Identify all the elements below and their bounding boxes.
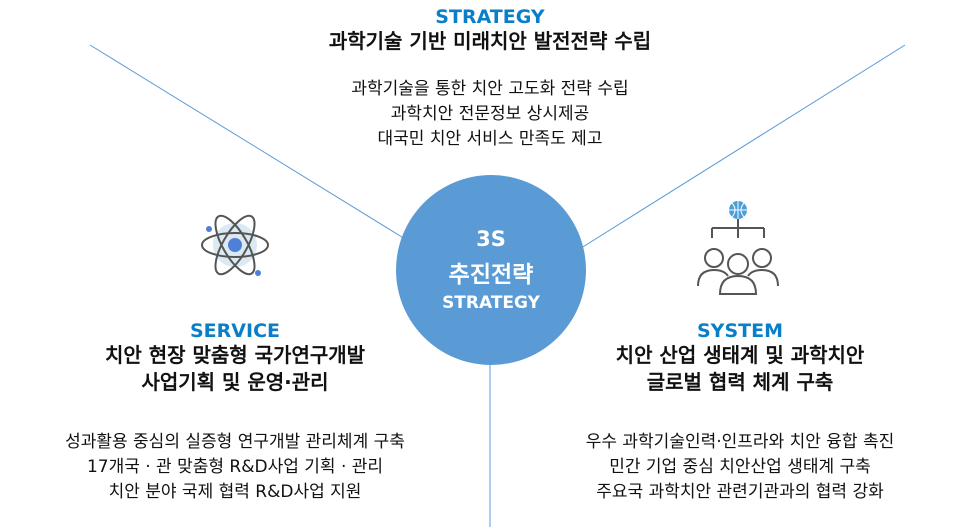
strategy-section: STRATEGY 과학기술 기반 미래치안 발전전략 수립 과학기술을 통한 치…: [240, 6, 740, 152]
strategy-title: 과학기술 기반 미래치안 발전전략 수립: [328, 29, 652, 53]
service-title-line: 치안 현장 맞춤형 국가연구개발: [104, 343, 366, 367]
atom-icon: [201, 214, 269, 276]
network-people-icon: [697, 201, 779, 295]
system-title-line: 치안 산업 생태계 및 과학치안: [615, 343, 865, 367]
strategy-items: 과학기술을 통한 치안 고도화 전략 수립 과학치안 전문정보 상시제공 대국민…: [240, 77, 740, 152]
system-heading: SYSTEM: [697, 320, 783, 342]
service-title-line: 사업기획 및 운영·관리: [141, 370, 329, 394]
system-item: 민간 기업 중심 치안산업 생태계 구축: [609, 457, 871, 477]
center-line-1: 3S: [476, 227, 506, 251]
service-item: 치안 분야 국제 협력 R&D사업 지원: [108, 482, 362, 502]
strategy-heading: STRATEGY: [435, 6, 545, 28]
connector-line-right: [577, 44, 906, 251]
strategy-item: 과학치안 전문정보 상시제공: [390, 104, 590, 124]
center-line-2: 추진전략: [448, 262, 534, 288]
connector-line-left: [89, 44, 411, 243]
service-section: SERVICE 치안 현장 맞춤형 국가연구개발 사업기획 및 운영·관리: [40, 320, 430, 396]
system-title-line: 글로벌 협력 체계 구축: [646, 370, 834, 394]
service-heading: SERVICE: [190, 320, 280, 342]
system-items: 우수 과학기술인력·인프라와 치안 융합 촉진 민간 기업 중심 치안산업 생태…: [505, 430, 965, 505]
system-item: 주요국 과학치안 관련기관과의 협력 강화: [596, 482, 884, 502]
strategy-item: 대국민 치안 서비스 만족도 제고: [377, 129, 603, 149]
system-item: 우수 과학기술인력·인프라와 치안 융합 촉진: [585, 432, 895, 452]
center-line-3: STRATEGY: [442, 293, 540, 313]
service-items: 성과활용 중심의 실증형 연구개발 관리체계 구축 17개국 · 관 맞춤형 R…: [0, 430, 470, 505]
service-item: 성과활용 중심의 실증형 연구개발 관리체계 구축: [65, 432, 405, 452]
system-section: SYSTEM 치안 산업 생태계 및 과학치안 글로벌 협력 체계 구축: [545, 320, 935, 396]
service-item: 17개국 · 관 맞춤형 R&D사업 기획 · 관리: [86, 457, 384, 477]
strategy-item: 과학기술을 통한 치안 고도화 전략 수립: [351, 79, 629, 99]
center-circle: 3S 추진전략 STRATEGY: [396, 175, 586, 365]
